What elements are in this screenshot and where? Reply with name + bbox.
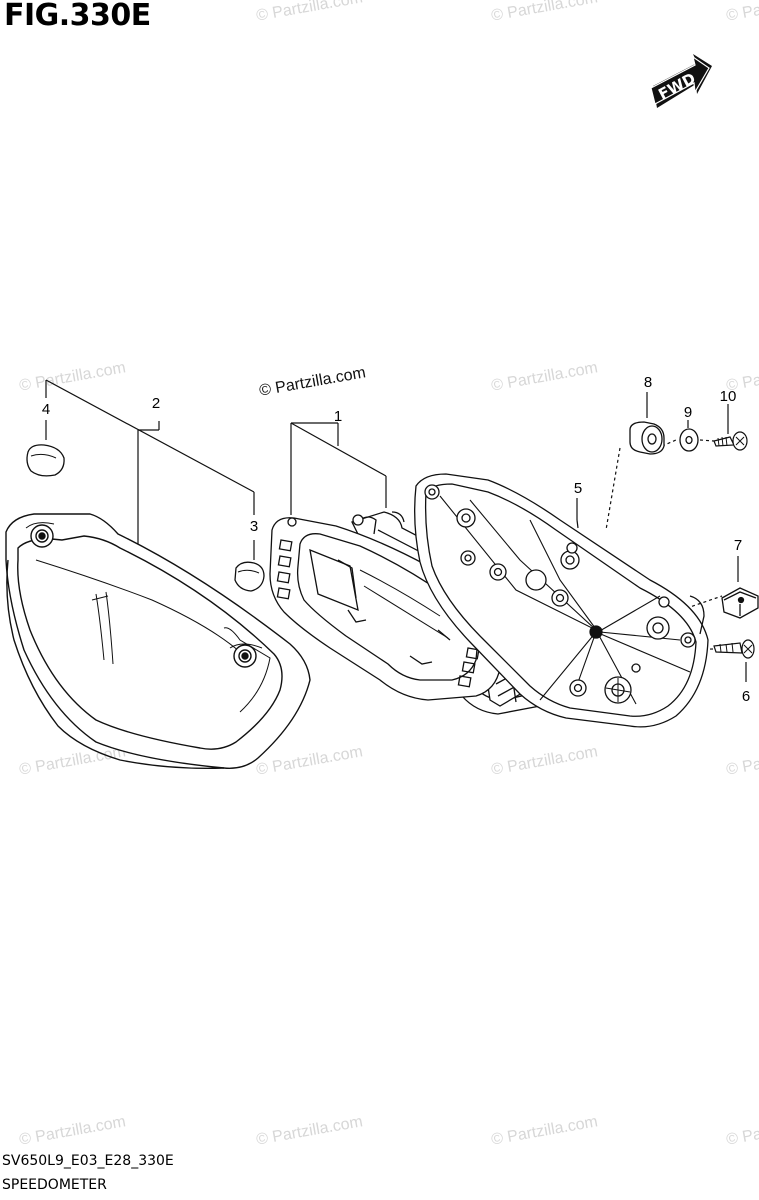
callout-10: 10	[719, 388, 737, 405]
part-10-screw	[713, 431, 748, 451]
part-4-cap	[26, 444, 65, 477]
callout-6: 6	[741, 688, 751, 705]
part-5-rear-case	[414, 473, 709, 728]
callout-9: 9	[683, 404, 693, 421]
callout-3: 3	[249, 518, 259, 535]
part-9-washer	[679, 428, 699, 452]
part-3-cap	[234, 561, 265, 592]
callout-7: 7	[733, 537, 743, 554]
callout-1: 1	[333, 408, 343, 425]
part-7-clip-nut	[721, 587, 759, 619]
leader-lines	[45, 379, 747, 682]
figure-code: SV650L9_E03_E28_330E	[2, 1153, 174, 1169]
part-2-meter-cover	[5, 513, 311, 770]
part-6-screw	[713, 639, 755, 659]
forward-arrow-icon: FWD	[650, 54, 712, 108]
callout-4: 4	[41, 401, 51, 418]
callout-2: 2	[151, 395, 161, 412]
part-8-grommet	[629, 421, 665, 455]
callout-8: 8	[643, 374, 653, 391]
figure-name: SPEEDOMETER	[2, 1177, 107, 1193]
callout-5: 5	[573, 480, 583, 497]
figure-title: FIG.330E	[4, 0, 151, 33]
